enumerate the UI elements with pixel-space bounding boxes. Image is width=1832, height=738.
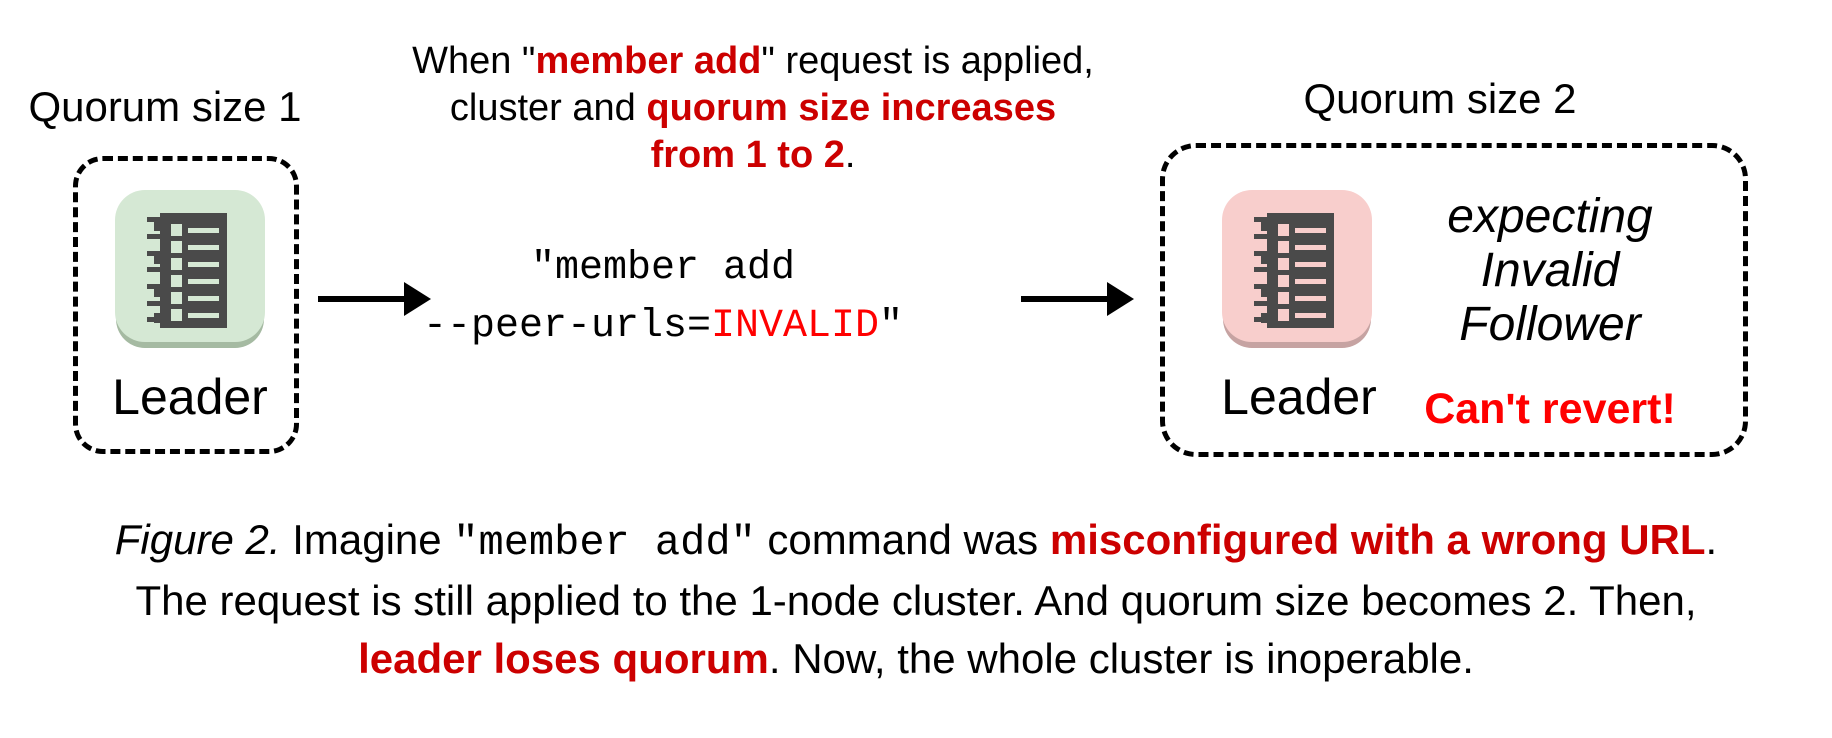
caption-text: The request is still applied to the 1-no… bbox=[135, 577, 1697, 624]
arrow-head bbox=[404, 282, 431, 316]
server-list-icon bbox=[1254, 213, 1334, 328]
cant-revert-warning: Can't revert! bbox=[1424, 385, 1676, 433]
arrow-right-icon bbox=[318, 282, 432, 316]
left-leader-label: Leader bbox=[112, 369, 268, 425]
expecting-line: Follower bbox=[1459, 298, 1641, 351]
leader-node-icon-red bbox=[1222, 190, 1372, 342]
transition-note: When "member add" request is applied, cl… bbox=[398, 38, 1108, 179]
member-add-command: "member add --peer-urls=INVALID" bbox=[388, 240, 938, 356]
right-leader-label: Leader bbox=[1221, 369, 1377, 425]
expecting-line: expecting bbox=[1447, 190, 1653, 243]
caption-quorum-emphasis: leader loses quorum bbox=[358, 635, 769, 682]
note-text: . bbox=[844, 134, 856, 176]
caption-text: . Now, the whole cluster is inoperable. bbox=[768, 635, 1474, 682]
caption-line-3: leader loses quorum. Now, the whole clus… bbox=[0, 630, 1832, 688]
caption-text: command was bbox=[755, 516, 1050, 563]
figure-caption: Figure 2. Imagine "member add" command w… bbox=[0, 511, 1832, 688]
expecting-line: Invalid bbox=[1480, 244, 1620, 297]
note-text: " request is applied, bbox=[761, 40, 1094, 82]
server-list-icon bbox=[147, 213, 227, 328]
note-text: When " bbox=[412, 40, 536, 82]
expecting-invalid-follower-note: expecting Invalid Follower bbox=[1400, 190, 1700, 352]
caption-text: . bbox=[1705, 516, 1718, 563]
caption-line-2: The request is still applied to the 1-no… bbox=[0, 572, 1832, 630]
right-cluster-title: Quorum size 2 bbox=[1303, 75, 1577, 122]
left-cluster-box bbox=[73, 156, 299, 454]
right-cluster-box bbox=[1160, 143, 1748, 457]
left-cluster-title: Quorum size 1 bbox=[28, 83, 302, 130]
command-text: " bbox=[879, 304, 904, 349]
arrow-head bbox=[1107, 282, 1134, 316]
command-invalid-value: INVALID bbox=[711, 304, 880, 349]
note-quorum-emphasis: quorum size increases bbox=[646, 87, 1057, 129]
caption-misconfigured-emphasis: misconfigured with a wrong URL bbox=[1049, 516, 1706, 563]
note-member-add-emphasis: member add bbox=[535, 40, 762, 82]
caption-command-text: "member add" bbox=[453, 519, 756, 567]
caption-text: Imagine bbox=[280, 516, 454, 563]
leader-node-icon-green bbox=[115, 190, 265, 342]
figure-label: Figure 2. bbox=[114, 516, 281, 563]
note-quorum-emphasis: from 1 to 2 bbox=[650, 134, 845, 176]
arrow-shaft bbox=[318, 296, 408, 302]
arrow-right-icon bbox=[1021, 282, 1135, 316]
arrow-shaft bbox=[1021, 296, 1111, 302]
note-text: cluster and bbox=[449, 87, 647, 129]
command-text: --peer-urls= bbox=[422, 304, 711, 349]
command-text: "member add bbox=[530, 246, 796, 291]
caption-line-1: Figure 2. Imagine "member add" command w… bbox=[0, 511, 1832, 572]
